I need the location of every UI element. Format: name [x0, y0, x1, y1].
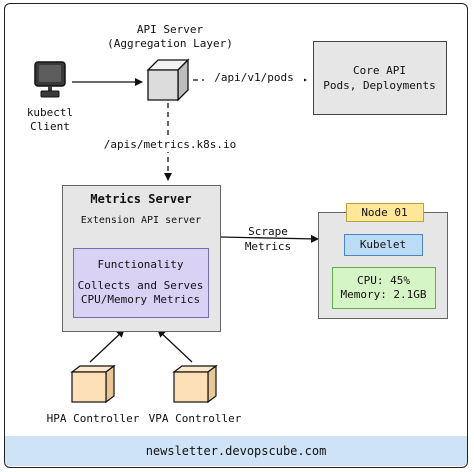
memory-value: Memory: 2.1GB — [340, 288, 427, 301]
hpa-to-metrics-arrow — [89, 329, 125, 363]
node-label: Node 01 — [361, 206, 408, 219]
core-api-subtitle: Pods, Deployments — [323, 79, 436, 92]
functionality-line2: CPU/Memory Metrics — [80, 293, 201, 306]
api-server-subtitle: (Aggregation Layer) — [107, 37, 233, 50]
api-server-title: API Server — [136, 23, 204, 36]
kubelet-box: Kubelet — [344, 234, 423, 256]
vpa-package-icon — [172, 364, 218, 404]
functionality-box: Functionality Collects and Serves CPU/Me… — [73, 248, 209, 318]
client-label-line1: kubectl — [26, 106, 74, 119]
core-api-box: Core API Pods, Deployments — [313, 41, 447, 115]
cube-icon — [146, 58, 190, 102]
core-path-label: /api/v1/pods — [204, 71, 304, 85]
kubelet-label: Kubelet — [359, 238, 407, 251]
metrics-server-title: Metrics Server — [90, 192, 192, 206]
scrape-arrow — [219, 234, 319, 243]
scrape-label-line2: Metrics — [244, 240, 292, 253]
vpa-to-metrics-arrow — [157, 329, 193, 363]
core-api-title: Core API — [353, 64, 406, 77]
footer-bar: newsletter.devopscube.com — [5, 436, 467, 466]
node-label-tag: Node 01 — [346, 203, 424, 222]
footer-text[interactable]: newsletter.devopscube.com — [145, 444, 327, 458]
hpa-package-icon — [70, 364, 116, 404]
vpa-controller-label: VPA Controller — [148, 412, 242, 425]
metrics-server-subtitle: Extension API server — [80, 215, 202, 226]
computer-monitor-icon — [34, 61, 66, 98]
hpa-controller-label: HPA Controller — [46, 412, 140, 425]
client-label-line2: Client — [30, 120, 70, 133]
metrics-server-box: Metrics Server Extension API server Func… — [62, 185, 221, 332]
node-metrics-box: CPU: 45% Memory: 2.1GB — [332, 267, 436, 309]
functionality-title: Functionality — [97, 258, 184, 271]
metrics-path-label: /apis/metrics.k8s.io — [95, 138, 245, 152]
functionality-line1: Collects and Serves — [77, 279, 204, 292]
scrape-label-line1: Scrape — [248, 225, 288, 238]
cpu-value: CPU: 45% — [357, 274, 410, 287]
